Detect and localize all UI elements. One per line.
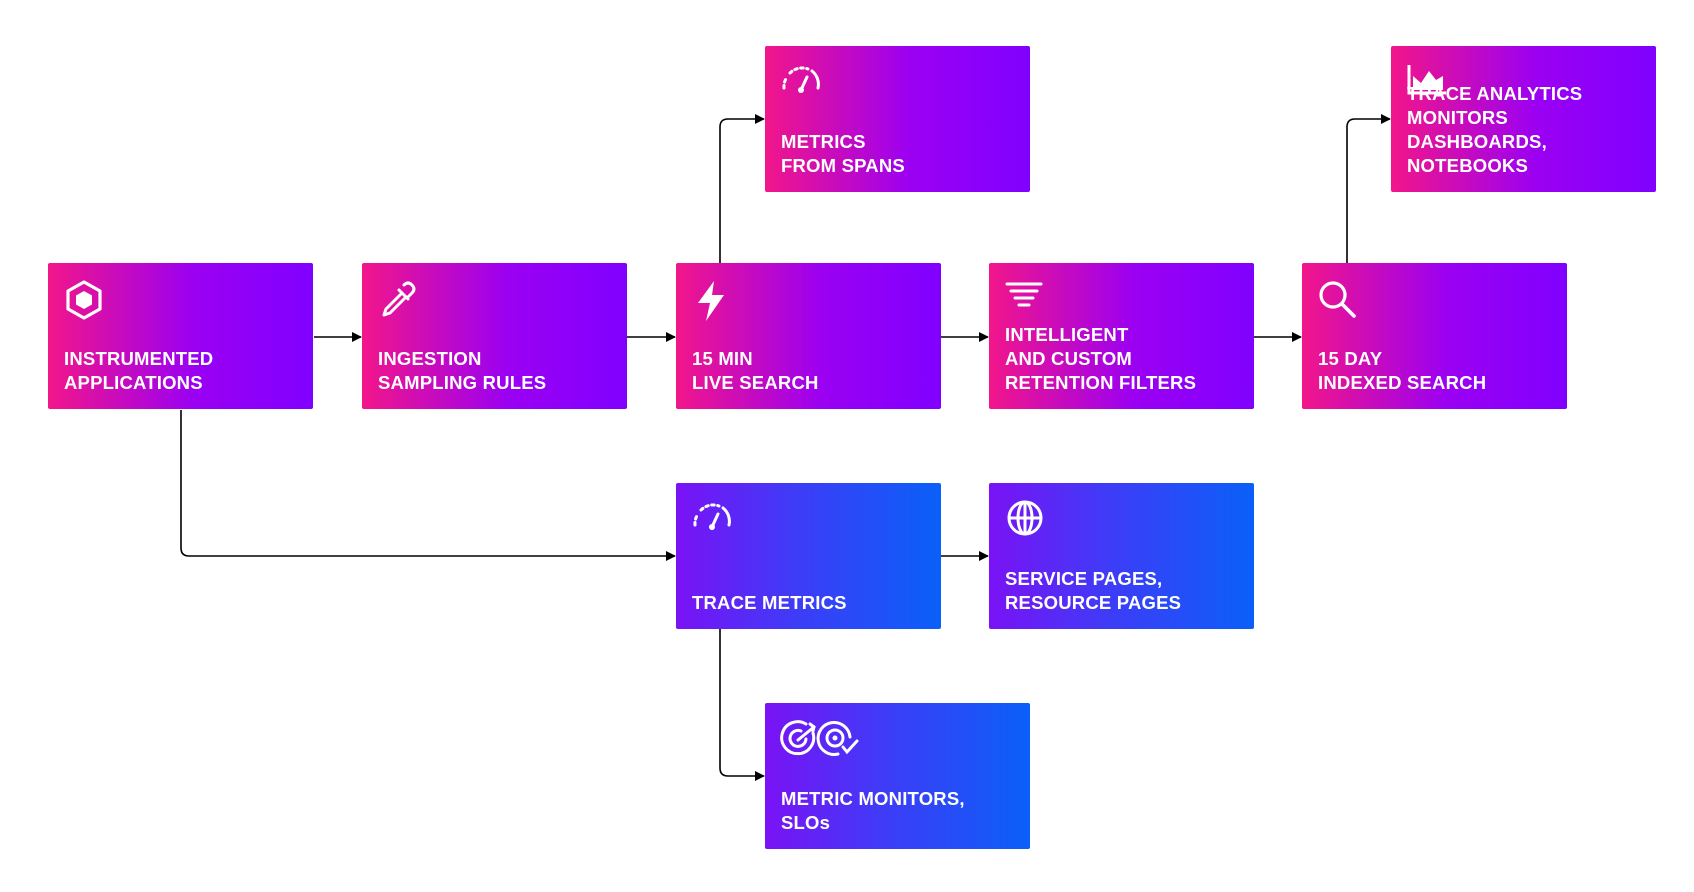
node-trace-analytics: TRACE ANALYTICS MONITORS DASHBOARDS, NOT… xyxy=(1391,46,1656,192)
node-label: INGESTION SAMPLING RULES xyxy=(378,348,547,393)
search-icon xyxy=(1317,279,1359,321)
node-label: TRACE METRICS xyxy=(692,592,847,613)
node-label: 15 DAY INDEXED SEARCH xyxy=(1318,348,1487,393)
edge-indexed-search-to-trace-analytics xyxy=(1346,114,1391,263)
node-trace-metrics: TRACE METRICS xyxy=(676,483,941,629)
gauge-icon xyxy=(780,62,822,104)
edge-trace-metrics-to-monitors xyxy=(719,629,765,781)
filter-icon xyxy=(1004,279,1046,321)
area-chart-icon xyxy=(1406,62,1448,104)
eyedropper-icon xyxy=(377,279,419,321)
node-live-search: 15 MIN LIVE SEARCH xyxy=(676,263,941,409)
lightning-icon xyxy=(691,279,733,321)
hexagon-icon xyxy=(63,279,105,321)
node-metrics-from-spans: METRICS FROM SPANS xyxy=(765,46,1030,192)
node-label: METRIC MONITORS, SLOs xyxy=(781,788,965,833)
node-label: METRICS FROM SPANS xyxy=(781,131,905,176)
node-retention-filters: INTELLIGENT AND CUSTOM RETENTION FILTERS xyxy=(989,263,1254,409)
node-label: TRACE ANALYTICS MONITORS DASHBOARDS, NOT… xyxy=(1407,83,1583,176)
node-metric-monitors-slos: METRIC MONITORS, SLOs xyxy=(765,703,1030,849)
target-check-icon xyxy=(780,719,860,761)
edge-instrumented-to-trace-metrics xyxy=(180,410,676,561)
node-label: INTELLIGENT AND CUSTOM RETENTION FILTERS xyxy=(1005,324,1197,393)
node-label: SERVICE PAGES, RESOURCE PAGES xyxy=(1005,568,1182,613)
node-label: 15 MIN LIVE SEARCH xyxy=(692,348,819,393)
node-indexed-search: 15 DAY INDEXED SEARCH xyxy=(1302,263,1567,409)
node-label: INSTRUMENTED APPLICATIONS xyxy=(64,348,214,393)
node-service-pages: SERVICE PAGES, RESOURCE PAGES xyxy=(989,483,1254,629)
edge-live-search-to-metrics-spans xyxy=(719,114,765,263)
gauge-icon xyxy=(691,499,733,541)
globe-icon xyxy=(1004,499,1046,541)
node-instrumented-applications: INSTRUMENTED APPLICATIONS xyxy=(48,263,313,409)
node-ingestion-sampling-rules: INGESTION SAMPLING RULES xyxy=(362,263,627,409)
